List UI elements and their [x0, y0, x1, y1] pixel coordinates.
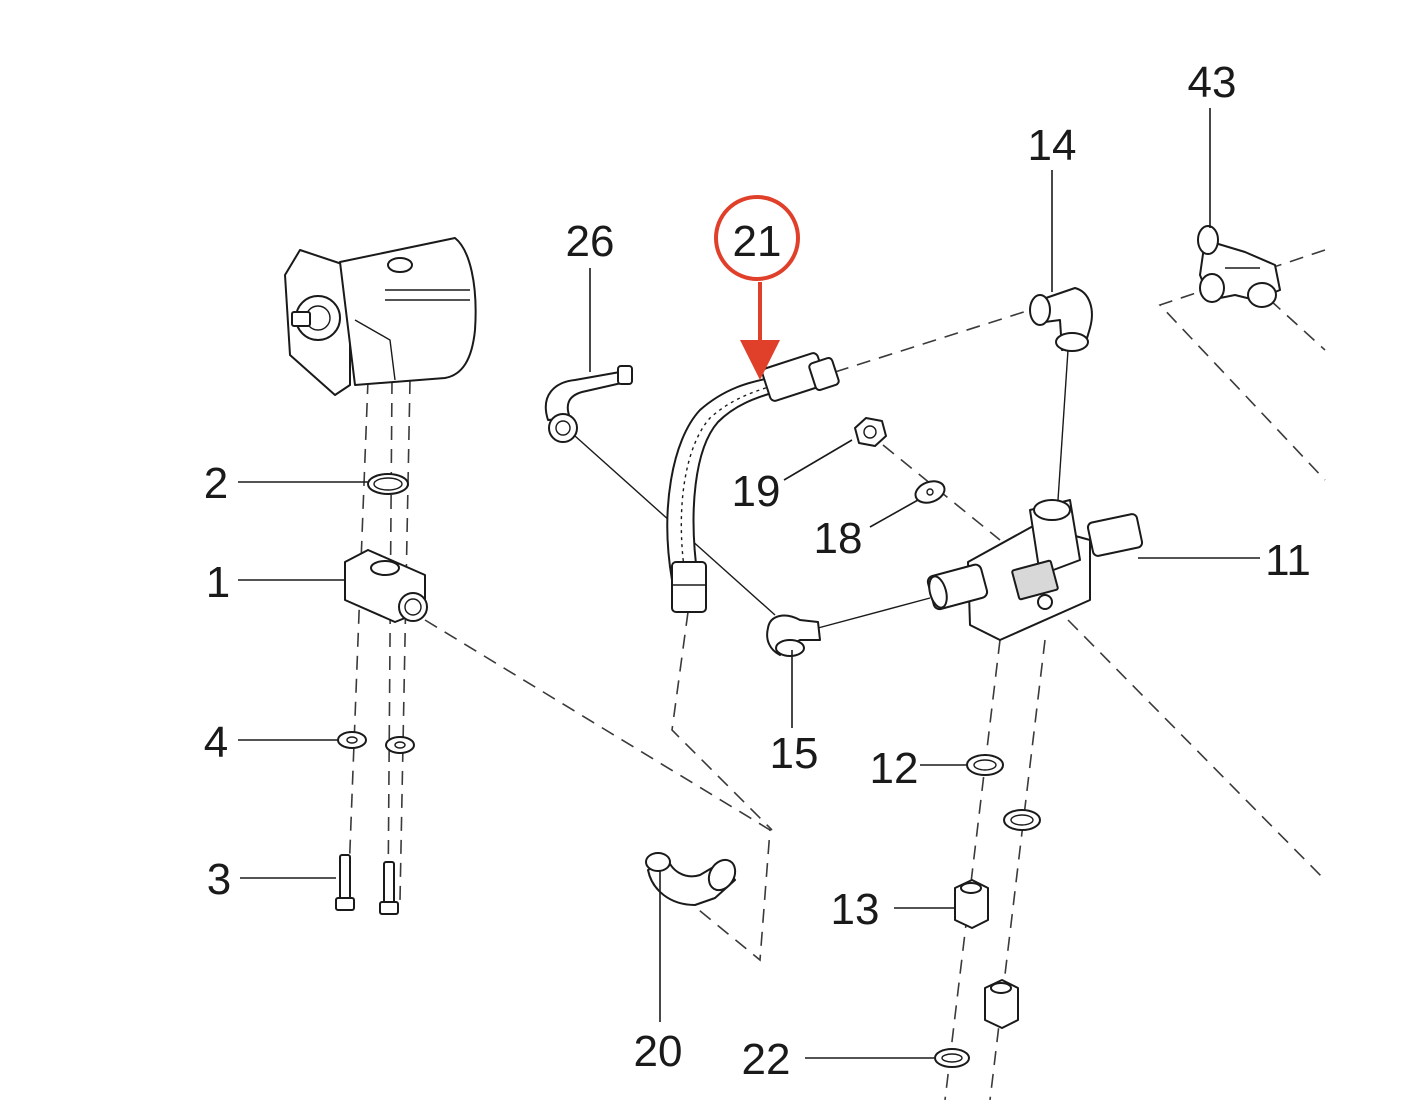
leader-lines: [238, 108, 1260, 1059]
callout-labels: 43 14 26 21 2 19 18 11 1 4 15 12 3 13 20…: [204, 58, 1311, 1084]
part-3-bolts[interactable]: [335, 854, 399, 915]
part-12-seal-rings[interactable]: [966, 754, 1041, 831]
callout-13: 13: [831, 885, 880, 934]
callout-19: 19: [732, 467, 781, 516]
part-14-elbow-fitting[interactable]: [1029, 287, 1093, 501]
part-20-hose-end[interactable]: [645, 852, 740, 906]
callout-11: 11: [1265, 536, 1311, 585]
part-1-flange-block[interactable]: [344, 549, 428, 623]
highlight-arrow-head: [740, 340, 780, 380]
callout-43: 43: [1188, 58, 1237, 107]
part-21-highlight: [714, 195, 800, 380]
callout-26: 26: [566, 217, 615, 266]
part-26-bent-tube[interactable]: [544, 365, 776, 616]
callout-14: 14: [1028, 121, 1077, 170]
hydraulic-pump[interactable]: [284, 237, 477, 396]
part-13-fittings[interactable]: [954, 879, 1019, 1029]
part-19-nut[interactable]: [854, 417, 887, 447]
part-2-o-ring[interactable]: [367, 473, 409, 495]
callout-21: 21: [733, 217, 782, 266]
part-22-seal[interactable]: [934, 1048, 970, 1068]
part-18-washer[interactable]: [912, 477, 947, 506]
part-43-tee-fitting[interactable]: [1197, 225, 1281, 308]
part-15-elbow[interactable]: [766, 614, 821, 657]
callout-15: 15: [770, 729, 819, 778]
callout-12: 12: [870, 744, 919, 793]
callout-4: 4: [204, 718, 228, 767]
callout-3: 3: [207, 855, 231, 904]
callout-1: 1: [206, 558, 230, 607]
part-21-flexible-hose[interactable]: [666, 352, 840, 613]
callout-2: 2: [204, 459, 228, 508]
callout-20: 20: [634, 1027, 683, 1076]
callout-18: 18: [814, 514, 863, 563]
highlight-circle: [714, 195, 800, 281]
part-4-washers[interactable]: [337, 731, 415, 754]
part-11-valve-block[interactable]: [817, 499, 1144, 641]
callout-22: 22: [742, 1035, 791, 1084]
assembly-dashed-lines: [347, 249, 1326, 1100]
